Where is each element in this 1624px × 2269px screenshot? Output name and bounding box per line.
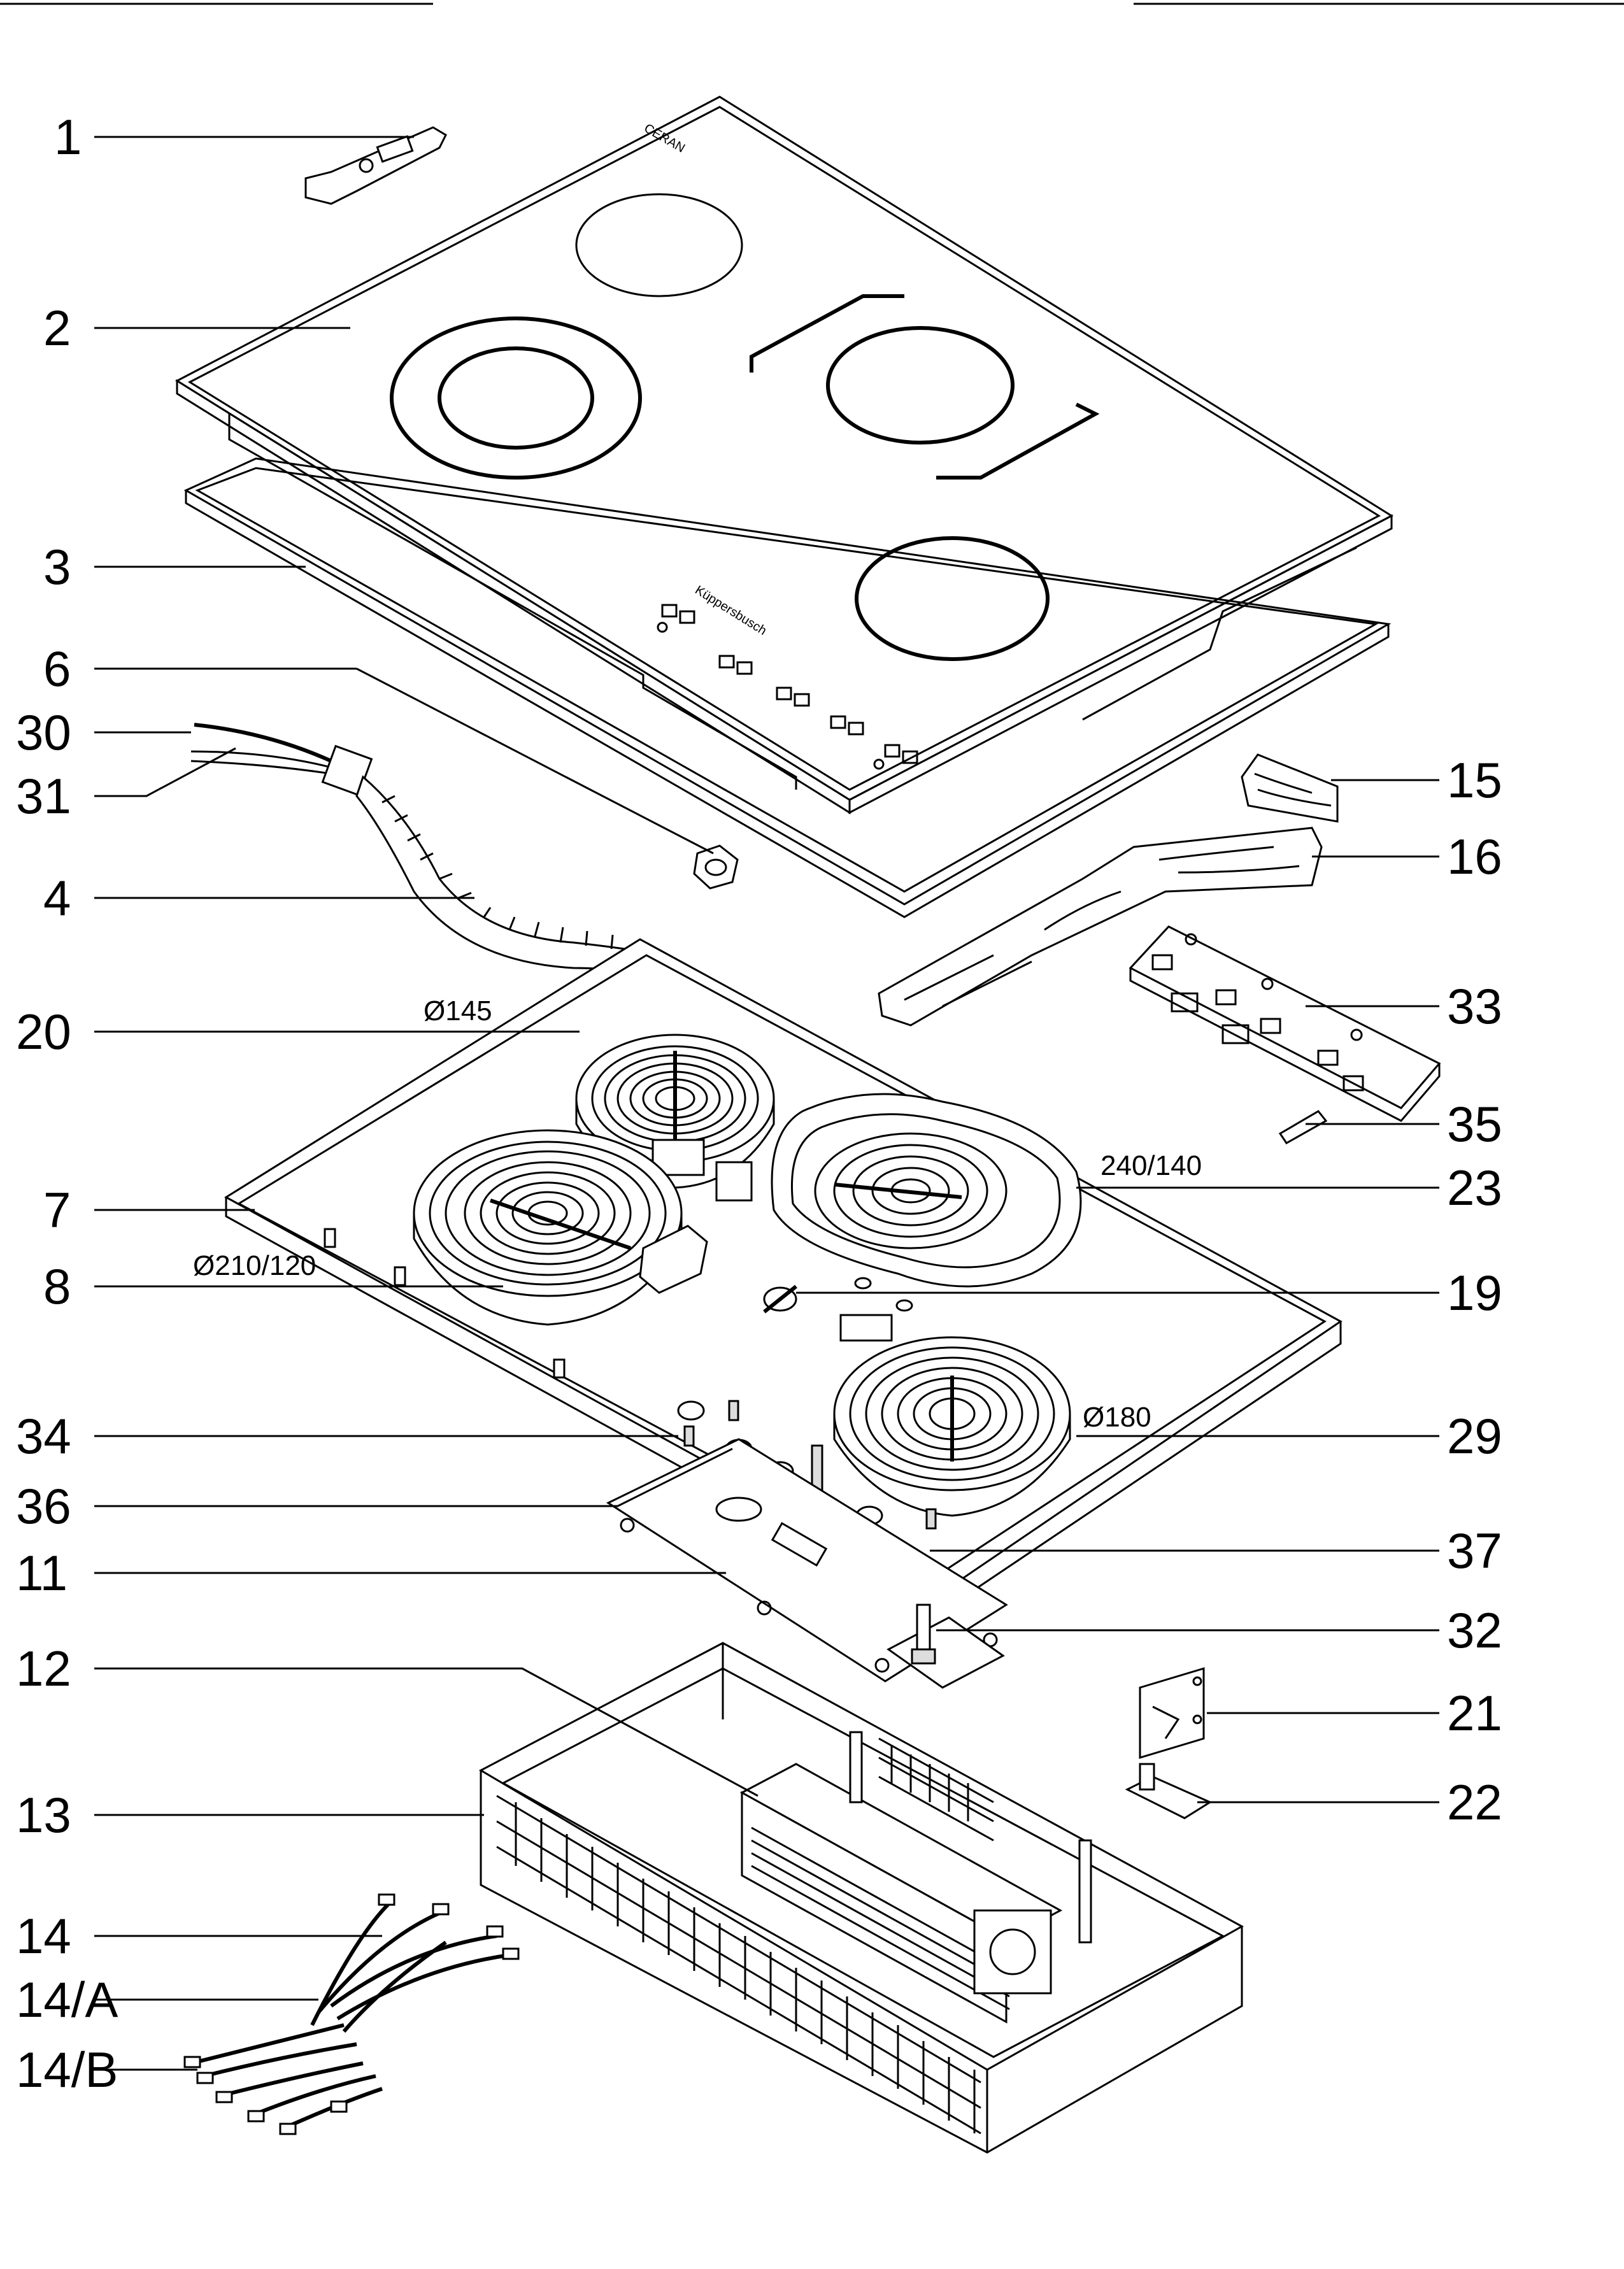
callout-14: 14 bbox=[16, 1908, 71, 1964]
callout-31: 31 bbox=[16, 768, 71, 824]
callout-21: 21 bbox=[1447, 1685, 1502, 1741]
callout-36: 36 bbox=[16, 1478, 71, 1534]
control-symbols bbox=[657, 604, 918, 770]
callout-labels: 1 2 3 6 30 31 4 20 7 8 34 36 11 12 13 14… bbox=[16, 109, 1502, 2098]
harness-connectors bbox=[183, 1893, 520, 2135]
callout-12: 12 bbox=[16, 1640, 71, 1696]
wiring-harness bbox=[183, 1893, 520, 2135]
callout-11: 11 bbox=[16, 1545, 68, 1601]
zone-bracket-bottom bbox=[936, 402, 1100, 480]
insulation-strip-16 bbox=[878, 827, 1323, 1027]
leader-lines bbox=[94, 136, 1439, 2071]
zone-rear-right bbox=[826, 326, 1015, 445]
callout-14a: 14/A bbox=[16, 1972, 118, 2028]
callout-1: 1 bbox=[54, 109, 82, 165]
callout-34: 34 bbox=[16, 1408, 71, 1464]
base-plate bbox=[606, 1438, 1008, 1682]
dimension-labels: Ø145 Ø210/120 240/140 Ø180 bbox=[193, 995, 1202, 1433]
zone-front-right bbox=[855, 536, 1050, 661]
callout-22: 22 bbox=[1447, 1774, 1502, 1830]
callout-13: 13 bbox=[16, 1787, 71, 1843]
scraper-part bbox=[304, 126, 447, 205]
vent-grid-front bbox=[496, 1795, 981, 2135]
tangential-fan bbox=[739, 1731, 1092, 2024]
callout-32: 32 bbox=[1447, 1602, 1502, 1658]
callout-15: 15 bbox=[1447, 752, 1502, 808]
temperature-sensor bbox=[1278, 1110, 1328, 1144]
callout-16: 16 bbox=[1447, 829, 1502, 885]
bracket-22 bbox=[1125, 1763, 1213, 1819]
hex-nut bbox=[693, 844, 739, 890]
dim-240-140: 240/140 bbox=[1100, 1150, 1202, 1181]
callout-7: 7 bbox=[43, 1182, 71, 1238]
callout-37: 37 bbox=[1447, 1523, 1502, 1579]
zone-bracket-top bbox=[750, 294, 904, 373]
callout-35: 35 bbox=[1447, 1096, 1502, 1152]
callout-8: 8 bbox=[43, 1258, 71, 1314]
thermal-limiter bbox=[763, 1284, 797, 1314]
dim-210-120: Ø210/120 bbox=[193, 1250, 316, 1281]
control-pcb bbox=[1129, 925, 1441, 1122]
zone-front-left-outer bbox=[390, 317, 642, 480]
callout-23: 23 bbox=[1447, 1160, 1502, 1216]
insulation-strip-15 bbox=[1241, 753, 1339, 823]
vent-grid-back bbox=[878, 1737, 994, 1842]
radiant-heater-oval bbox=[715, 1093, 1082, 1288]
callout-29: 29 bbox=[1447, 1408, 1502, 1464]
radiant-heater-180 bbox=[833, 1336, 1071, 1517]
zone-front-left-inner bbox=[438, 346, 594, 450]
callout-14b: 14/B bbox=[16, 2042, 118, 2098]
callout-19: 19 bbox=[1447, 1265, 1502, 1321]
radiant-heater-210 bbox=[413, 1129, 708, 1326]
zone-rear-left bbox=[575, 193, 743, 297]
callout-4: 4 bbox=[43, 870, 71, 926]
terminal-block bbox=[839, 1314, 893, 1342]
callout-33: 33 bbox=[1447, 978, 1502, 1034]
callout-3: 3 bbox=[43, 539, 71, 595]
callout-30: 30 bbox=[16, 704, 71, 760]
cable-assembly bbox=[190, 723, 664, 983]
bracket-21 bbox=[1139, 1667, 1205, 1760]
dim-180: Ø180 bbox=[1083, 1402, 1151, 1433]
callout-6: 6 bbox=[43, 641, 71, 697]
dim-145: Ø145 bbox=[424, 995, 492, 1027]
callout-2: 2 bbox=[43, 300, 71, 356]
sensor-bracket bbox=[887, 1604, 1005, 1689]
glass-cooktop: CERAN Küppersbusch bbox=[175, 96, 1394, 814]
gasket-frame bbox=[183, 457, 1392, 918]
callout-20: 20 bbox=[16, 1004, 71, 1060]
